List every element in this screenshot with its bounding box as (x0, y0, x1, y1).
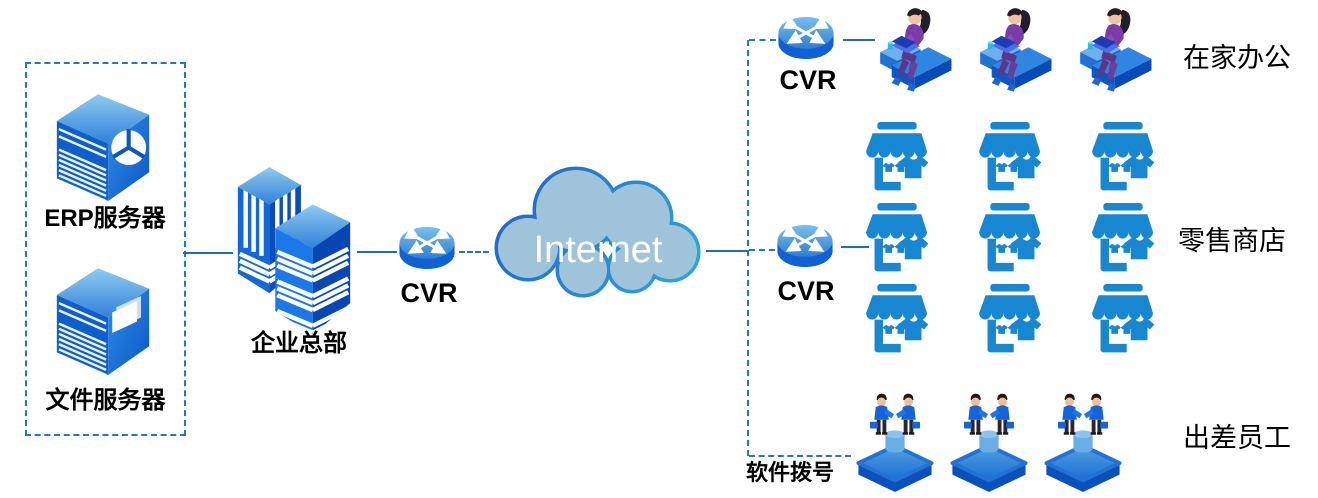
traveling-staff-group (850, 388, 1128, 492)
dialup-label: 软件拨号 (746, 460, 835, 485)
link-backbone-dialup-dashed (749, 455, 851, 457)
businessmen-icon (1044, 393, 1122, 492)
store-icon (1092, 203, 1155, 272)
home-office-group (864, 2, 1158, 108)
internet-label: Internet (534, 229, 663, 271)
link-internet-backbone (706, 250, 748, 252)
home-office-router-icon (778, 15, 834, 60)
link-retail-router-stores (841, 246, 869, 248)
businessmen-icon (856, 393, 934, 492)
file-server-icon (56, 268, 150, 375)
store-icon (979, 203, 1042, 272)
erp-server-label: ERP服务器 (44, 205, 166, 232)
home-worker-icon (880, 8, 952, 92)
store-icon (979, 122, 1042, 191)
erp-server-icon (56, 94, 150, 201)
home-worker-icon (980, 8, 1052, 92)
store-icon (1092, 284, 1155, 353)
businessmen-icon (950, 393, 1028, 492)
store-icon (1092, 122, 1155, 191)
store-icon (866, 284, 929, 353)
link-backbone-home-router-dashed (749, 39, 776, 41)
link-hq-router (357, 251, 397, 253)
branch-backbone-dashed (747, 40, 749, 456)
link-router-internet-dashed (459, 251, 489, 253)
home-office-label: 在家办公 (1183, 43, 1291, 73)
retail-label: 零售商店 (1178, 226, 1286, 256)
link-backbone-retail-router-dashed (749, 249, 775, 251)
traveling-label: 出差员工 (1183, 423, 1291, 453)
headquarters-building-icon (237, 167, 351, 335)
store-icon (866, 203, 929, 272)
server-group-box (25, 62, 186, 436)
store-icon (979, 284, 1042, 353)
internet-cloud: Internet (494, 166, 701, 298)
headquarters-label: 企业总部 (251, 330, 347, 357)
home-worker-icon (1080, 8, 1152, 92)
retail-router-icon (777, 223, 833, 268)
retail-store-group (862, 122, 1158, 357)
hq-router-icon (399, 225, 455, 270)
home-office-router-label: CVR (779, 65, 837, 95)
link-servers-hq (183, 252, 233, 254)
file-server-label: 文件服务器 (45, 387, 166, 414)
store-icon (866, 122, 929, 191)
link-home-router-users (843, 39, 875, 41)
retail-router-label: CVR (777, 276, 835, 306)
hq-router-label: CVR (400, 278, 458, 308)
